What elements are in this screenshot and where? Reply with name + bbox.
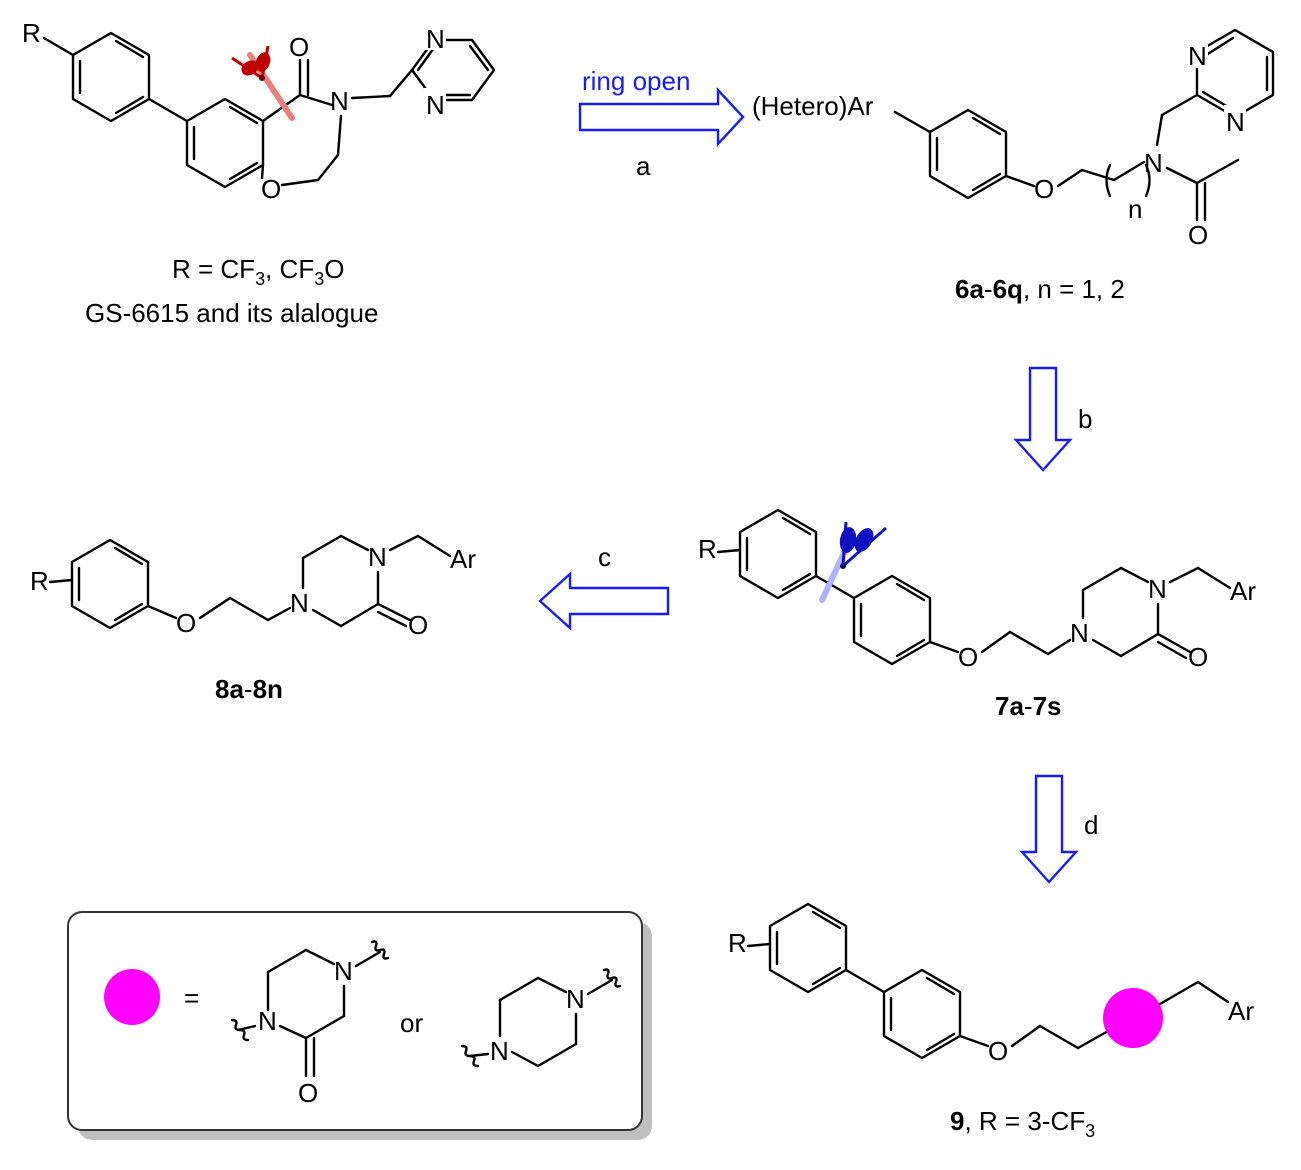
atom-o-acetyl-6: O [1188, 220, 1208, 250]
arrow-a: ring open a [578, 66, 745, 181]
legend-circle [104, 969, 160, 1025]
caption-7: 7a-7s [995, 691, 1062, 721]
compound-9: R O Ar [728, 902, 1254, 1066]
atom-ar-8: Ar [450, 544, 476, 574]
arrow-c: c [538, 542, 670, 631]
atom-n-8b: N [368, 542, 387, 572]
atom-hetero-ar: (Hetero)Ar [752, 91, 874, 121]
scissors-red-icon [231, 45, 295, 121]
legend-frame [67, 911, 643, 1131]
atom-o-8: O [176, 608, 196, 638]
atom-o-carbonyl-8: O [408, 610, 428, 640]
compound-gs6615: R O N O N N [22, 18, 496, 204]
atom-ar-9: Ar [1228, 996, 1254, 1026]
legend-piperazine: N N [460, 968, 622, 1068]
atom-r-7: R [698, 534, 717, 564]
caption-r-1: R = CF3, CF3O [172, 254, 344, 289]
atom-r-1: R [22, 18, 41, 48]
arrow-a-top-label: ring open [582, 66, 690, 96]
compound-8: R O N N O Ar [30, 534, 476, 640]
atom-n-pyr-6a: N [1188, 41, 1207, 71]
arrow-d: d [1019, 774, 1098, 884]
scissors-blue-icon [819, 521, 887, 603]
caption-6: 6a-6q, n = 1, 2 [955, 274, 1125, 304]
arrow-c-label: c [598, 542, 611, 572]
atom-n-legend-a: N [334, 956, 353, 986]
compound-7: R O N N O Ar [698, 508, 1256, 672]
atom-o-6: O [1034, 174, 1054, 204]
scaffold-circle-9 [1103, 988, 1163, 1048]
caption-8: 8a-8n [215, 674, 283, 704]
compound-6: (Hetero)Ar O n N O N N [752, 28, 1275, 250]
atom-n-legend-b: N [258, 1006, 277, 1036]
atom-o-legend: O [298, 1078, 318, 1108]
atom-o-7: O [958, 642, 978, 672]
atom-o-carbonyl-1: O [289, 32, 309, 62]
atom-n-pyr-a: N [426, 24, 445, 54]
atom-r-8: R [30, 566, 49, 596]
arrow-b-label: b [1078, 404, 1092, 434]
atom-n-legend-c: N [566, 984, 585, 1014]
legend-equals: = [184, 983, 199, 1013]
caption-gs6615: GS-6615 and its alalogue [85, 298, 378, 328]
arrow-d-label: d [1084, 810, 1098, 840]
legend-piperazinone: N O N [230, 940, 390, 1108]
atom-n-subscript-6: n [1128, 194, 1142, 224]
atom-n-pyr-6b: N [1226, 107, 1245, 137]
caption-9: 9, R = 3-CF3 [950, 1106, 1095, 1141]
arrow-a-label: a [636, 151, 651, 181]
arrow-b: b [1013, 366, 1092, 472]
atom-n-8a: N [290, 588, 309, 618]
atom-n-pyr-b: N [426, 90, 445, 120]
atom-n-legend-d: N [490, 1036, 509, 1066]
atom-n-7a: N [1070, 618, 1089, 648]
atom-o-carbonyl-7: O [1188, 642, 1208, 672]
legend-or: or [400, 1008, 423, 1038]
atom-n-1: N [330, 86, 349, 116]
atom-n-7b: N [1148, 574, 1167, 604]
atom-r-9: R [728, 928, 747, 958]
atom-n-6: N [1144, 148, 1163, 178]
atom-o-ether-1: O [261, 174, 281, 204]
atom-o-9: O [988, 1036, 1008, 1066]
legend-box: = N O N or N [67, 911, 652, 1140]
atom-ar-7: Ar [1230, 576, 1256, 606]
